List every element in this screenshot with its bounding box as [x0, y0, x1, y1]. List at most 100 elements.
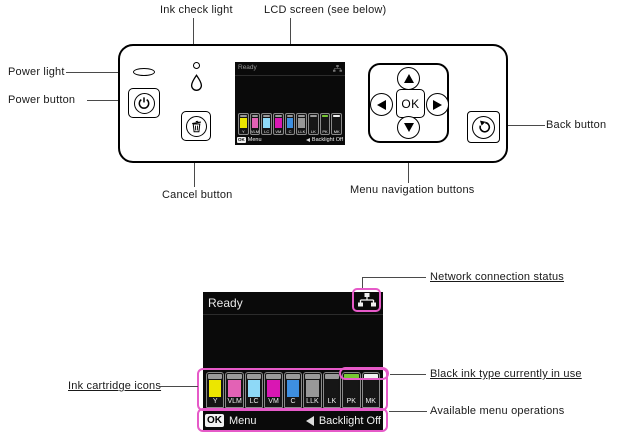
- cartridge-label: LLK: [306, 398, 319, 405]
- left-arrow-button[interactable]: [370, 93, 393, 116]
- cartridge-ink-level: [209, 380, 222, 397]
- cartridge-ink-level: [325, 380, 339, 397]
- cartridge-cap: [310, 115, 317, 117]
- cartridge-cap: [286, 115, 294, 117]
- leader-line: [389, 411, 427, 412]
- cartridge-cap: [251, 115, 259, 117]
- cartridge-cap: [266, 374, 281, 379]
- cartridge-label: C: [288, 129, 292, 134]
- cartridge-cap: [208, 374, 223, 379]
- cartridge-label: VM: [275, 129, 282, 134]
- cartridge-cap: [333, 115, 341, 117]
- leader-line: [66, 72, 132, 73]
- leader-line: [87, 100, 127, 101]
- cartridge-label: C: [290, 398, 296, 405]
- ink-cartridge-vm: VM: [264, 372, 283, 408]
- up-arrow-button[interactable]: [397, 67, 420, 90]
- ink-drop-icon: [190, 74, 203, 91]
- leader-line: [390, 374, 426, 375]
- cartridge-ink-level: [247, 380, 261, 397]
- leader-line: [408, 144, 409, 183]
- cartridge-cap: [240, 115, 247, 117]
- ink-cartridge-c: C: [283, 372, 303, 408]
- cartridge-label: PK: [346, 398, 356, 405]
- label-cancel-button: Cancel button: [162, 189, 233, 201]
- cartridge-cap: [363, 374, 378, 379]
- leader-line: [193, 18, 194, 58]
- cartridge-label: VLM: [250, 129, 260, 134]
- ink-cartridge-mk: MK: [331, 113, 343, 135]
- cartridge-cap: [227, 374, 242, 379]
- power-icon: [133, 92, 155, 114]
- label-available-menu-operations: Available menu operations: [430, 405, 565, 417]
- cartridge-cap: [263, 115, 271, 117]
- cartridge-label: Y: [242, 129, 245, 134]
- cartridge-cap: [275, 115, 282, 117]
- cartridge-label: LC: [264, 129, 270, 134]
- ok-key-badge: OK: [205, 414, 224, 427]
- ink-check-light: [193, 62, 200, 69]
- backlight-action-label: Backlight Off: [318, 414, 381, 427]
- cartridge-ink-level: [267, 380, 280, 397]
- cartridge-ink-level: [333, 118, 341, 128]
- leader-line: [290, 18, 291, 61]
- cartridge-ink-level: [263, 118, 271, 128]
- lcd-status-text: Ready: [238, 64, 257, 71]
- right-arrow-button[interactable]: [426, 93, 449, 116]
- cartridge-cap: [285, 374, 301, 379]
- cartridge-cap: [344, 374, 359, 379]
- back-button[interactable]: [467, 111, 500, 143]
- cartridge-ink-level: [321, 118, 329, 128]
- black-ink-indicator: [344, 374, 359, 379]
- label-ink-cartridge-icons: Ink cartridge icons: [68, 380, 162, 392]
- back-arrow-icon: [472, 115, 495, 139]
- ink-cartridge-pk: PK: [342, 372, 361, 408]
- label-power-button: Power button: [8, 94, 76, 106]
- backlight-action-label: Backlight Off: [311, 136, 343, 143]
- lcd-header-divider: [203, 314, 383, 315]
- down-arrow-button[interactable]: [397, 116, 420, 139]
- lcd-menu-bar: OK Menu Backlight Off: [237, 135, 343, 144]
- power-button[interactable]: [128, 88, 160, 118]
- cartridge-ink-level: [275, 118, 282, 128]
- cartridge-label: Y: [212, 398, 218, 405]
- leader-line: [160, 386, 198, 387]
- cartridge-label: VM: [268, 398, 279, 405]
- black-ink-indicator: [363, 374, 378, 379]
- label-lcd-screen: LCD screen (see below): [264, 4, 387, 16]
- down-arrow-icon: [403, 123, 414, 132]
- cartridge-label: PK: [322, 129, 328, 134]
- left-arrow-key-icon: [305, 415, 314, 426]
- ink-cartridge-lc: LC: [261, 113, 273, 135]
- cartridge-label: VLM: [227, 398, 242, 405]
- cartridge-cap: [324, 374, 340, 379]
- cancel-button[interactable]: [181, 111, 211, 141]
- leader-line: [362, 277, 363, 288]
- ink-cartridge-pk: PK: [319, 113, 331, 135]
- network-icon: [357, 293, 376, 307]
- cartridge-ink-level: [240, 118, 247, 128]
- ok-button[interactable]: OK: [396, 89, 425, 118]
- lcd-header-divider: [235, 75, 345, 76]
- menu-action-label: Menu: [229, 414, 257, 427]
- ink-cartridge-y: Y: [238, 113, 249, 135]
- cartridge-label: LC: [249, 398, 259, 405]
- leader-line: [362, 277, 426, 278]
- menu-action-label: Menu: [247, 136, 262, 143]
- right-arrow-icon: [433, 99, 442, 110]
- left-arrow-key-icon: [305, 137, 310, 142]
- cartridge-label: LK: [310, 129, 316, 134]
- cartridge-ink-level: [306, 380, 319, 397]
- cartridge-cap: [298, 115, 306, 117]
- cartridge-ink-level: [310, 118, 317, 128]
- label-power-light: Power light: [8, 66, 65, 78]
- cartridge-label: MK: [333, 129, 340, 134]
- power-light: [133, 68, 155, 76]
- label-menu-navigation-buttons: Menu navigation buttons: [350, 184, 475, 196]
- cartridge-ink-level: [286, 118, 294, 128]
- cartridge-ink-level: [345, 380, 358, 397]
